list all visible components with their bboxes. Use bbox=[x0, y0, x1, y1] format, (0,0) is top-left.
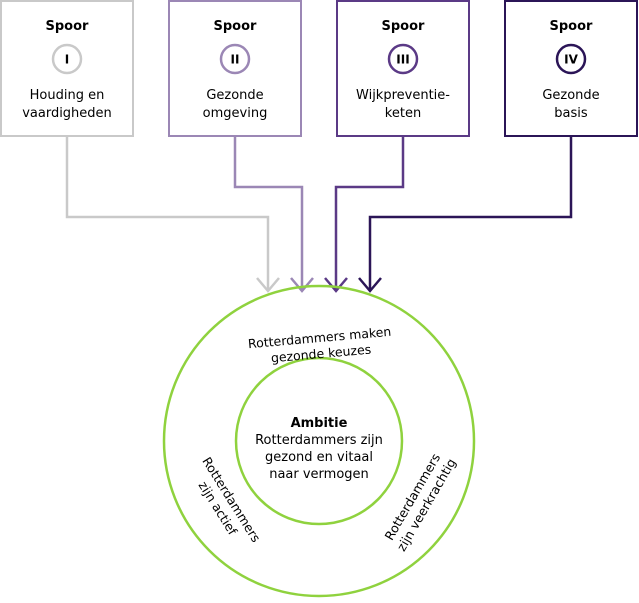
outer-ring bbox=[162, 284, 476, 598]
track-box-3: Spoor III Wijkpreventie- keten bbox=[336, 0, 470, 137]
track-box-4-frame bbox=[504, 0, 638, 137]
track-2-title: Spoor bbox=[214, 19, 258, 34]
track-2-line2: omgeving bbox=[203, 106, 268, 121]
track-3-numeral: III bbox=[396, 53, 409, 67]
track-3-line2: keten bbox=[385, 106, 421, 121]
connector-track-3 bbox=[334, 137, 405, 290]
track-box-3-frame bbox=[336, 0, 470, 137]
track-4-numeral: IV bbox=[564, 53, 578, 67]
track-4-line2: basis bbox=[554, 106, 588, 121]
track-2-numeral-circle bbox=[219, 43, 251, 75]
track-3-numeral-circle bbox=[387, 43, 419, 75]
track-3-title: Spoor bbox=[382, 19, 426, 34]
track-1-line1: Houding en bbox=[30, 88, 105, 103]
ambition-title: Ambitie bbox=[291, 416, 348, 431]
connector-track-1 bbox=[65, 137, 270, 290]
track-box-2-frame bbox=[168, 0, 302, 137]
ambition-line2: gezond en vitaal bbox=[265, 450, 373, 465]
ring-label-top: Rotterdammers maken gezonde keuzes bbox=[247, 324, 391, 366]
connector-track-2 bbox=[233, 137, 304, 290]
track-1-numeral: I bbox=[65, 53, 69, 67]
track-4-numeral-circle bbox=[555, 43, 587, 75]
track-box-2: Spoor II Gezonde omgeving bbox=[168, 0, 302, 137]
track-2-numeral: II bbox=[231, 53, 240, 67]
arrowhead-track-4 bbox=[358, 277, 382, 293]
ring-label-right: Rotterdammers zijn veerkrachtig bbox=[382, 451, 459, 554]
track-1-title: Spoor bbox=[46, 19, 90, 34]
connector-track-4 bbox=[368, 137, 573, 290]
arrowhead-track-2 bbox=[290, 277, 314, 293]
track-4-title: Spoor bbox=[550, 19, 594, 34]
ambition-line3: naar vermogen bbox=[269, 467, 369, 482]
arrowhead-track-3 bbox=[324, 277, 348, 293]
arrowhead-track-1 bbox=[256, 277, 280, 293]
track-3-line1: Wijkpreventie- bbox=[356, 88, 450, 103]
ambition-line1: Rotterdammers zijn bbox=[255, 433, 383, 448]
track-box-4: Spoor IV Gezonde basis bbox=[504, 0, 638, 137]
track-box-1-frame bbox=[0, 0, 134, 137]
track-2-line1: Gezonde bbox=[206, 88, 263, 103]
track-box-1: Spoor I Houding en vaardigheden bbox=[0, 0, 134, 137]
track-4-line1: Gezonde bbox=[542, 88, 599, 103]
inner-ring bbox=[234, 356, 404, 526]
track-1-numeral-circle bbox=[51, 43, 83, 75]
track-1-line2: vaardigheden bbox=[22, 106, 112, 121]
